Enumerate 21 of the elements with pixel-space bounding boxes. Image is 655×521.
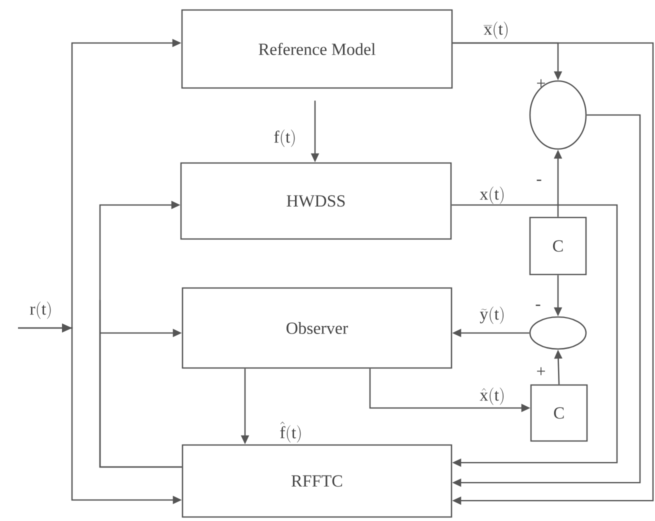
sign-label: - <box>536 304 540 306</box>
arrow <box>452 204 618 467</box>
arrow <box>99 299 182 468</box>
signal-label: $\mathrm{r(t)}$ <box>30 302 51 319</box>
gain-box: C <box>530 384 588 442</box>
signal-label: $\overline{\mathrm{x}}\mathrm{(t)}$ <box>484 22 508 39</box>
block-box: HWDSS <box>180 162 452 240</box>
summing-junction <box>529 80 587 150</box>
signal-label: $\hat{\mathrm{f}}\mathrm{(t)}$ <box>280 422 301 442</box>
sign-label: - <box>536 180 542 181</box>
sign-label: + <box>537 367 545 376</box>
signal-label: $\mathrm{f(t)}$ <box>274 130 295 147</box>
block-box: Observer <box>182 287 452 369</box>
signal-label: $\hat{\mathrm{x}}\mathrm{(t)}$ <box>480 388 504 405</box>
signal-label: $\widetilde{\mathrm{y}}\mathrm{(t)}$ <box>480 306 504 324</box>
block-box: RFFTC <box>182 444 452 518</box>
signal-label: $\mathrm{x(t)}$ <box>480 186 504 204</box>
sign-label: + <box>537 79 545 88</box>
gain-box: C <box>529 216 587 276</box>
summing-junction <box>529 316 587 350</box>
block-box: Reference Model <box>181 9 453 89</box>
